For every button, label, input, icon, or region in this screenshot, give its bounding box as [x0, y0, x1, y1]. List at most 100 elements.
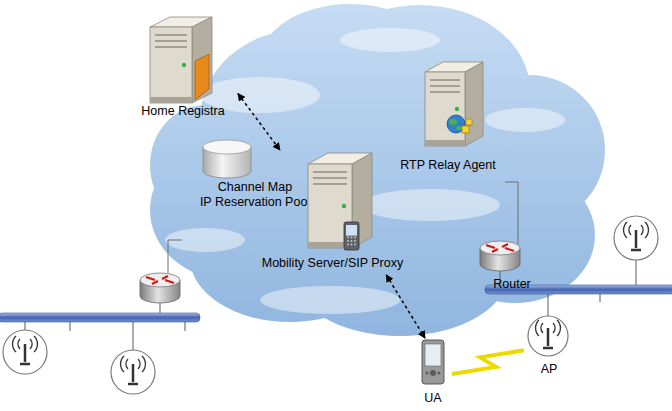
handheld-button [426, 372, 429, 375]
node-text-holder: UA [414, 391, 452, 406]
signaling-link [238, 94, 280, 150]
phone-key [351, 240, 353, 242]
access-point-icon [614, 216, 658, 260]
power-light [342, 204, 346, 208]
router-arrows [486, 244, 514, 252]
phone-key [347, 240, 349, 242]
cloud-wisp [485, 108, 565, 132]
server-front [425, 72, 465, 146]
node-label: Channel Map [180, 180, 330, 195]
package-box [466, 119, 472, 125]
registrar-server: Home Registra [128, 15, 238, 118]
ap-waves [121, 356, 146, 372]
access-point-icon [3, 330, 47, 374]
phone-icon [344, 222, 359, 250]
user-agent: UA [414, 338, 452, 408]
ap-antenna [543, 328, 553, 348]
ap-antenna [128, 364, 138, 384]
globe-land [456, 126, 462, 130]
phone-key [347, 237, 349, 239]
cloud-wisp [360, 189, 500, 221]
node-label: IP Reservation Pool [180, 195, 330, 210]
node-text-holder: Router [478, 277, 546, 292]
ap-ring [528, 316, 568, 356]
router-top [140, 273, 180, 287]
drive-slot [155, 40, 187, 42]
lan-tap [25, 322, 26, 330]
drive-slot [155, 46, 187, 48]
node-label: Router [478, 277, 546, 292]
ap-antenna [631, 230, 641, 250]
wireless-link [452, 350, 524, 374]
drive-slot [430, 85, 460, 87]
router-arrows [146, 276, 174, 284]
node-icon [390, 60, 506, 174]
node-label: Mobility Server/SIP Proxy [250, 256, 415, 271]
ap-waves [536, 320, 561, 336]
globe-icon [447, 115, 472, 133]
handheld-icon [422, 340, 444, 384]
lan-tap [636, 260, 637, 285]
node-text-holder: Channel MapIP Reservation Pool [180, 180, 330, 210]
cloud-wisp [260, 286, 400, 314]
lan-tap [160, 303, 161, 313]
drive-slot [430, 79, 460, 81]
cloud-highlights [165, 28, 565, 314]
lan-tap [548, 294, 549, 316]
router-top [480, 241, 520, 255]
handheld-button [430, 370, 436, 376]
phone-key [351, 237, 353, 239]
node-label: RTP Relay Agent [390, 158, 506, 173]
node-icon [128, 15, 238, 118]
package-box [462, 126, 469, 133]
node-text-holder: Mobility Server/SIP Proxy [250, 256, 415, 271]
lan-tap [133, 322, 134, 350]
drive-slot [313, 177, 347, 179]
handheld-button [438, 372, 441, 375]
uplink-wire [168, 240, 182, 273]
phone-key [354, 240, 356, 242]
drive-slot [430, 91, 460, 93]
node-text-holder: AP [524, 362, 574, 377]
handheld-screen [425, 344, 441, 366]
access-point-icon [111, 350, 155, 394]
node-label: AP [524, 362, 574, 377]
relay-server: RTP Relay Agent [390, 60, 506, 174]
server-base [425, 140, 465, 146]
server-side [192, 17, 212, 103]
ap-antenna [20, 344, 30, 364]
power-light [455, 107, 459, 111]
door-panel [195, 54, 209, 100]
server-side [465, 62, 483, 146]
ap-ring [3, 330, 47, 374]
phone-key [354, 237, 356, 239]
lan-bus [0, 313, 200, 322]
ap-waves [624, 222, 649, 238]
database-icon [203, 140, 251, 178]
node-label: Home Registra [128, 104, 238, 119]
node-text-holder: Home Registra [128, 104, 238, 119]
proxy-server: Mobility Server/SIP Proxy [250, 150, 415, 275]
phone-key [354, 244, 356, 246]
server-front [150, 27, 192, 103]
access-point-icon [528, 316, 568, 356]
phone-body [344, 222, 359, 250]
lan-tap [70, 322, 71, 331]
phone-screen [346, 225, 357, 236]
node-label: UA [414, 391, 452, 406]
drive-slot [313, 183, 347, 185]
server-icon [308, 153, 372, 248]
router-icon [480, 241, 520, 271]
ap-ring [111, 350, 155, 394]
node-text-holder: RTP Relay Agent [390, 158, 506, 173]
ap-ring [614, 216, 658, 260]
drive-slot [313, 171, 347, 173]
uplink-wire [505, 182, 518, 246]
server-base [150, 97, 192, 103]
drive-slot [155, 34, 187, 36]
cylinder-top [203, 140, 251, 154]
lan-tap [600, 294, 601, 302]
phone-key [347, 244, 349, 246]
